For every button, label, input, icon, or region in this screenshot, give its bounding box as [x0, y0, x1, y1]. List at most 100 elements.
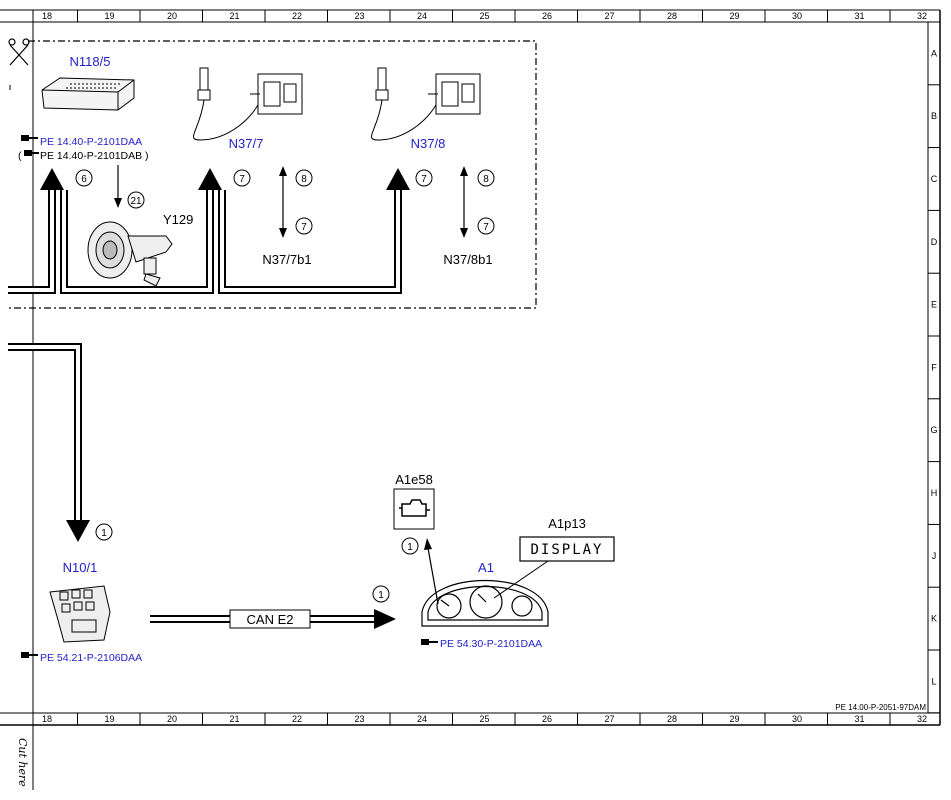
drawing-frame [0, 9, 941, 790]
n10-1-label: N10/1 [63, 560, 98, 575]
row-tick-label: H [931, 488, 938, 498]
n37-8b1-label: N37/8b1 [443, 252, 492, 267]
a1p13-display-text: DISPLAY [530, 542, 603, 558]
circled-number-7: 7 [239, 174, 245, 185]
circled-number [127, 191, 145, 209]
nox-sensor-icon [371, 67, 481, 141]
column-tick-label: 20 [167, 714, 177, 724]
engine-warning-icon [399, 499, 430, 517]
row-tick-label: C [931, 174, 938, 184]
a1p13-label: A1p13 [548, 516, 586, 531]
column-tick-label: 19 [104, 714, 114, 724]
route-left-loop [8, 190, 56, 294]
column-tick-label: 21 [229, 11, 239, 21]
circled-number-6: 6 [81, 174, 87, 185]
route-to-n10-1 [8, 343, 82, 520]
circled-number [75, 169, 93, 187]
a1-label: A1 [478, 560, 494, 575]
column-tick-label: 25 [479, 11, 489, 21]
pointing-hand-icon [21, 135, 38, 141]
column-tick-label: 32 [917, 714, 927, 724]
circled-number [415, 169, 433, 187]
row-tick-label: G [930, 425, 937, 435]
circled-number-7: 7 [483, 222, 489, 233]
a1e58-box [393, 488, 435, 530]
n118-5-ref-2-open: ( [18, 150, 22, 162]
circled-number [372, 585, 390, 603]
control-unit-icon [41, 77, 135, 111]
circled-number-8: 8 [483, 174, 489, 185]
column-tick-label: 18 [42, 714, 52, 724]
arrow-up-n118-5 [40, 168, 64, 190]
column-ticks: 1818191920202121222223232424252526262727… [42, 10, 927, 725]
sam-module-icon [49, 585, 111, 643]
column-tick-label: 28 [667, 714, 677, 724]
column-tick-label: 22 [292, 11, 302, 21]
n37-8-label: N37/8 [411, 136, 446, 151]
column-tick-label: 32 [917, 11, 927, 21]
column-tick-label: 29 [729, 11, 739, 21]
enclosure-boundary [8, 40, 537, 309]
row-tick-label: L [931, 676, 936, 686]
route-n37-7-to-n37-8 [218, 190, 402, 294]
pointing-hand-icon [24, 150, 39, 156]
instrument-cluster-icon [421, 579, 549, 627]
n37-7-label: N37/7 [229, 136, 264, 151]
a1-ref[interactable]: PE 54.30-P-2101DAA [440, 638, 542, 650]
pointing-hand-icon [21, 652, 38, 658]
column-tick-label: 27 [604, 714, 614, 724]
nox-sensor-icon [193, 67, 303, 141]
circled-number-1: 1 [101, 528, 107, 539]
n37-7b1-label: N37/7b1 [262, 252, 311, 267]
arrow-up-n37-8 [386, 168, 410, 190]
circled-number [295, 217, 313, 235]
bidirectional-arrow [460, 166, 468, 238]
arrow-up-n37-7 [198, 168, 222, 190]
bidirectional-arrow [279, 166, 287, 238]
circled-number [233, 169, 251, 187]
column-tick-label: 28 [667, 11, 677, 21]
route-n118-to-n37-7 [60, 190, 214, 294]
column-tick-label: 30 [792, 714, 802, 724]
circled-number [295, 169, 313, 187]
column-tick-label: 18 [42, 11, 52, 21]
circled-number-21: 21 [130, 196, 142, 207]
row-tick-label: D [931, 237, 938, 247]
column-tick-label: 31 [854, 714, 864, 724]
circled-number [477, 169, 495, 187]
pointing-hand-icon [421, 639, 438, 645]
column-tick-label: 22 [292, 714, 302, 724]
circled-number-8: 8 [301, 174, 307, 185]
can-e2-box [229, 609, 311, 629]
column-tick-label: 24 [417, 11, 427, 21]
column-tick-label: 23 [354, 11, 364, 21]
column-tick-label: 27 [604, 11, 614, 21]
row-tick-label: B [931, 111, 937, 121]
n118-5-label: N118/5 [70, 54, 111, 69]
circled-number-7: 7 [421, 174, 427, 185]
column-tick-label: 31 [854, 11, 864, 21]
column-tick-label: 26 [542, 11, 552, 21]
scissors-icon [8, 38, 30, 66]
row-tick-label: A [931, 48, 937, 58]
document-reference: PE 14.00-P-2051-97DAM [835, 703, 926, 712]
circled-number [477, 217, 495, 235]
solenoid-valve-icon [87, 221, 173, 287]
row-tick-label: J [932, 551, 937, 561]
circled-number-1: 1 [378, 590, 384, 601]
row-tick-label: E [931, 300, 937, 310]
row-tick-label: K [931, 614, 937, 624]
leader-line [493, 560, 549, 599]
n118-5-ref-2-close: ) [145, 150, 149, 162]
column-tick-label: 24 [417, 714, 427, 724]
column-tick-label: 21 [229, 714, 239, 724]
circled-number [95, 523, 113, 541]
a1p13-display-box [519, 536, 615, 562]
n118-5-ref-1[interactable]: PE 14.40-P-2101DAA [40, 136, 142, 148]
n118-5-ref-2[interactable]: PE 14.40-P-2101DAB [40, 150, 142, 162]
n10-1-ref[interactable]: PE 54.21-P-2106DAA [40, 652, 142, 664]
arrow-down-n10-1 [66, 520, 90, 542]
column-tick-label: 25 [479, 714, 489, 724]
